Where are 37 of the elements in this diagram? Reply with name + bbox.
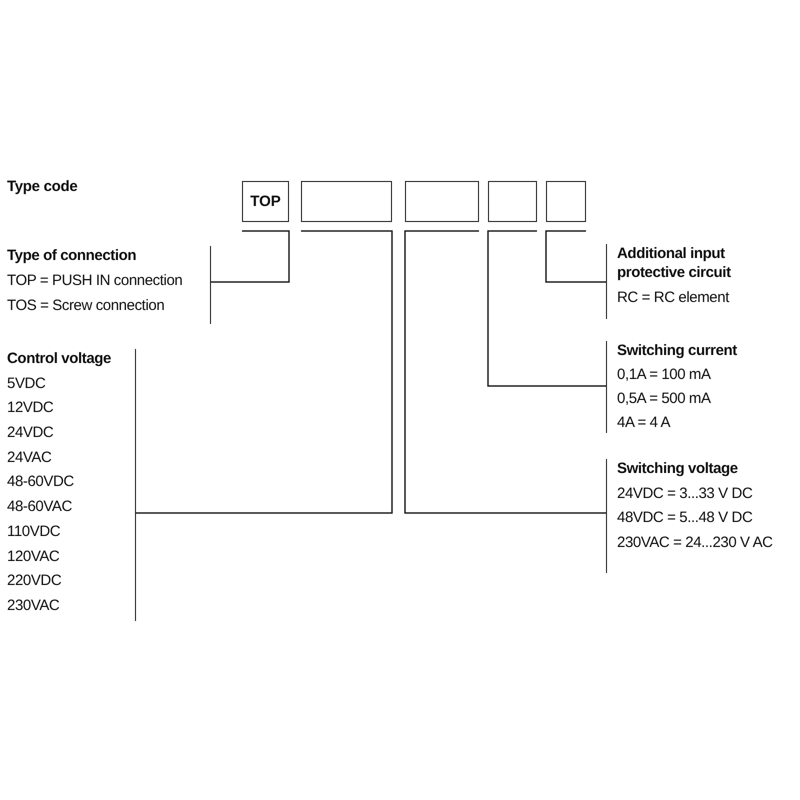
option-text: 48-60VDC bbox=[7, 472, 74, 492]
option-text: 220VDC bbox=[7, 571, 62, 590]
connector-line bbox=[136, 230, 393, 514]
type-code-heading: Type code bbox=[7, 178, 78, 195]
code-field-box bbox=[488, 181, 537, 222]
option-text: 12VDC bbox=[7, 398, 54, 418]
code-field-box bbox=[405, 181, 479, 222]
code-box: TOP bbox=[242, 181, 289, 222]
option-text: 0,1A = 100 mA bbox=[617, 365, 711, 384]
option-text: 5VDC bbox=[7, 374, 46, 393]
option-text: 0,5A = 500 mA bbox=[617, 389, 711, 408]
option-text: 24VDC bbox=[7, 423, 54, 442]
option-text: 48VDC = 5...48 V DC bbox=[617, 508, 752, 527]
connector-line bbox=[487, 230, 606, 387]
option-text: 24VAC bbox=[7, 448, 52, 467]
group-heading: Type of connection bbox=[7, 246, 136, 265]
option-group bbox=[7, 246, 211, 324]
connector-line bbox=[404, 230, 606, 514]
option-text: 4A = 4 A bbox=[617, 413, 670, 432]
code-field-box bbox=[301, 181, 392, 222]
group-heading: Switching voltage bbox=[617, 459, 738, 478]
connector-line bbox=[545, 230, 606, 283]
group-heading: Switching current bbox=[617, 341, 737, 360]
option-text: RC = RC element bbox=[617, 288, 729, 307]
option-text: TOP = PUSH IN connection bbox=[7, 271, 182, 290]
option-text: 24VDC = 3...33 V DC bbox=[617, 484, 752, 502]
group-heading: Control voltage bbox=[7, 349, 112, 368]
group-heading: Additional input protective circuit bbox=[617, 244, 732, 282]
code-field-box bbox=[546, 181, 586, 222]
option-text: 48-60VAC bbox=[7, 497, 72, 516]
option-text: 120VAC bbox=[7, 546, 60, 566]
option-group bbox=[7, 349, 136, 621]
option-text: 230VAC = 24...230 V AC bbox=[617, 532, 773, 552]
option-text: 110VDC bbox=[7, 522, 60, 541]
connector-line bbox=[211, 230, 290, 283]
option-text: TOS = Screw connection bbox=[7, 296, 164, 315]
option-text: 230VAC bbox=[7, 596, 60, 615]
